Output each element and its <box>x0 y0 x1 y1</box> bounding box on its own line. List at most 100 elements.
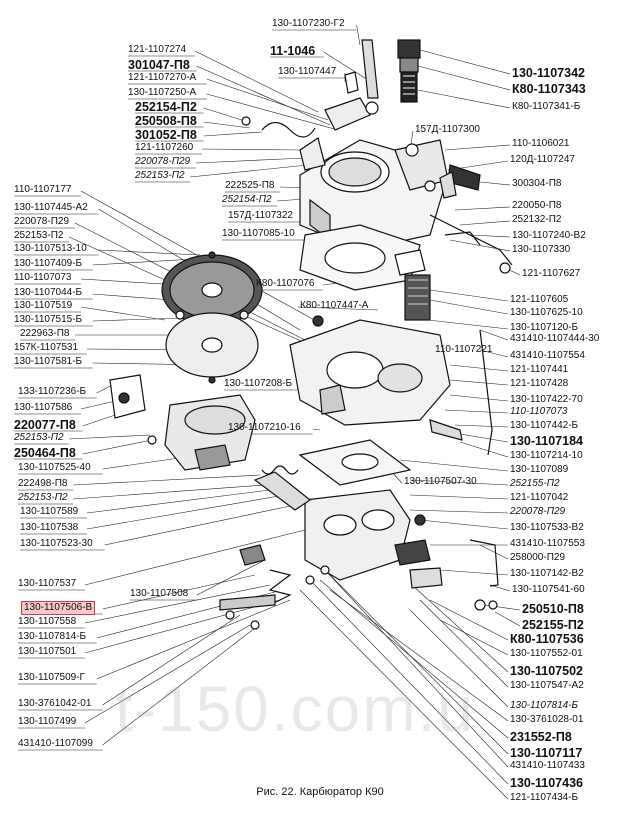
leader-line-l88 <box>429 599 509 641</box>
leader-line-l78 <box>479 544 509 560</box>
leader-line-l69 <box>409 479 509 486</box>
callout-label-l20: 300304-П8 <box>512 178 562 189</box>
leader-line-l43 <box>429 299 509 315</box>
callout-label-l16: К80-1107341-Б <box>512 101 581 112</box>
leader-line-l31 <box>469 234 511 238</box>
callout-label-l39: 121-1107605 <box>510 294 569 305</box>
callout-label-l03: 11-1046 <box>270 44 316 58</box>
callout-label-m02: 431410-1107433 <box>510 760 585 771</box>
cover-gasket-part <box>299 224 426 291</box>
callout-label-l69: 252155-П2 <box>510 478 560 489</box>
leader-line-l68 <box>73 474 261 486</box>
callout-label-l19: 120Д-1107247 <box>510 154 575 165</box>
leader-line-l93 <box>419 599 509 688</box>
leader-line-l86 <box>494 611 521 627</box>
throttle-body-part <box>304 489 499 611</box>
leader-line-l83 <box>102 574 256 610</box>
leader-line-l16 <box>417 89 511 109</box>
callout-label-l48: 110-1107221 <box>435 344 493 355</box>
callout-label-l22: 222525-П8 <box>225 180 275 191</box>
leader-line-l57 <box>444 409 509 414</box>
leader-line-l91 <box>411 584 509 673</box>
leader-line-l02 <box>194 50 319 113</box>
leader-line-l18 <box>444 144 511 151</box>
diaphragm-part <box>161 251 263 384</box>
leader-line-l44 <box>427 319 509 330</box>
callout-label-l53: 121-1107428 <box>510 378 569 389</box>
callout-label-l96: 130-1107499 <box>18 716 77 727</box>
callout-label-l06: 121-1107270-А <box>128 72 197 83</box>
carburetor-parts <box>109 39 513 630</box>
callout-label-l01: 130-1107230-Г2 <box>272 18 345 29</box>
callout-label-l23: 252154-П2 <box>222 194 272 205</box>
leader-line-l90 <box>439 619 509 656</box>
callout-label-l80: 130-1107142-В2 <box>510 568 584 579</box>
callout-label-l13: 252153-П2 <box>135 170 185 181</box>
leader-line-l73 <box>409 509 509 514</box>
leader-line-l81 <box>196 559 266 596</box>
callout-label-l89: 130-1107501 <box>18 646 77 657</box>
leader-line-l32 <box>449 239 511 252</box>
leader-line-l76 <box>104 504 296 546</box>
top-cover-part <box>299 139 449 251</box>
leader-line-l80 <box>439 569 509 576</box>
callout-label-l63: 250464-П8 <box>14 446 76 460</box>
leader-line-l74 <box>86 494 286 530</box>
float-chamber-body-part <box>289 319 463 441</box>
watermark-text: t-150.com.u <box>115 673 475 745</box>
leader-line-l61 <box>69 434 151 440</box>
leader-line-l71 <box>409 494 509 500</box>
callout-label-l52: 130-1107208-Б <box>224 378 293 389</box>
callout-label-l47: 157К-1107531 <box>14 342 79 353</box>
leader-line-l75 <box>419 519 509 530</box>
callout-label-l46: 431410-1107444-30 <box>510 333 600 344</box>
leader-line-l51 <box>449 364 509 372</box>
leader-line-l36 <box>92 293 173 301</box>
callout-label-l09: 250508-П8 <box>135 114 197 128</box>
leader-line-m01 <box>329 574 509 755</box>
callout-label-l56: 130-1107586 <box>14 402 73 413</box>
callout-label-l04: 301047-П8 <box>128 58 190 72</box>
leader-line-l26 <box>459 220 511 226</box>
callout-label-l21: 110-1107177 <box>14 184 72 195</box>
callout-label-m03: 130-1107436 <box>510 776 583 790</box>
callout-label-l76: 130-1107523-30 <box>20 538 93 549</box>
leader-line-l97 <box>329 589 509 722</box>
callout-label-l71: 121-1107042 <box>510 492 569 503</box>
callout-label-l42: К80-1107447-А <box>300 300 369 311</box>
callout-label-l94: 130-3761042-01 <box>18 698 92 709</box>
callout-label-l60: 130-1107210-16 <box>228 422 301 433</box>
callout-label-l59: 130-1107442-Б <box>510 420 579 431</box>
callout-label-l05: 130-1107447 <box>278 66 337 77</box>
callout-label-l98: 231552-П8 <box>510 730 572 744</box>
callout-label-l07: 130-1107250-А <box>128 87 197 98</box>
mixing-gasket-part <box>298 439 412 486</box>
leader-line-l15 <box>417 65 511 91</box>
callout-label-l29: 252153-П2 <box>14 230 64 241</box>
callout-label-l99: 431410-1107099 <box>18 738 93 749</box>
leader-line-l40 <box>80 306 166 321</box>
callout-label-l77: 431410-1107553 <box>510 538 585 549</box>
callout-label-l54: 133-1107236-Б <box>18 386 87 397</box>
pump-rod-part <box>219 465 330 630</box>
leader-line-l99 <box>102 627 256 746</box>
leader-line-l66 <box>399 459 509 472</box>
link-rod-part <box>429 214 513 456</box>
leader-line-l60 <box>312 428 321 431</box>
callout-label-l12: 220078-П29 <box>135 156 191 167</box>
leader-line-l96 <box>84 624 251 724</box>
callout-label-l30: 130-1107085-10 <box>222 228 295 239</box>
callout-label-l93: 130-1107547-А2 <box>510 680 584 691</box>
leader-line-l94 <box>102 614 241 706</box>
leader-line-l07 <box>206 93 339 131</box>
leader-line-l98 <box>319 579 509 739</box>
callout-label-l72: 130-1107589 <box>20 506 79 517</box>
leader-line-l72 <box>86 489 271 514</box>
callout-label-l97: 130-3761028-01 <box>510 714 584 725</box>
callout-label-l36: 130-1107044-Б <box>14 287 83 298</box>
callout-label-l49: 431410-1107554 <box>510 350 585 361</box>
air-damper-part <box>241 39 379 171</box>
leader-line-l79 <box>84 529 306 586</box>
callout-label-m04: 121-1107434-Б <box>510 792 579 803</box>
callout-label-l65: 130-1107525-40 <box>18 462 91 473</box>
